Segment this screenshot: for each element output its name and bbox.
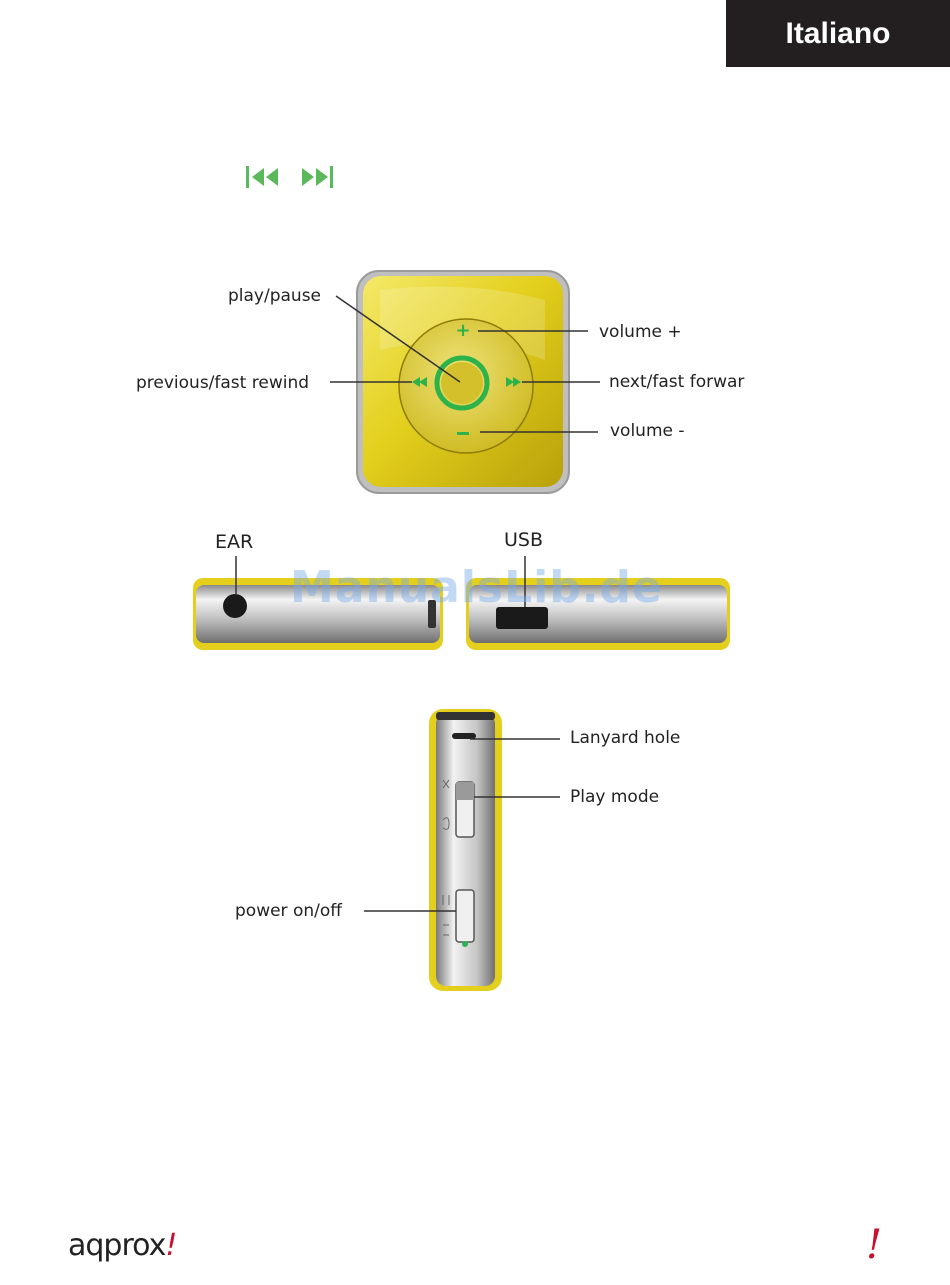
volume-up-icon: +: [455, 320, 470, 341]
label-play-pause: play/pause: [228, 286, 321, 306]
lanyard-hole: [452, 733, 476, 739]
label-previous: previous/fast rewind: [136, 373, 309, 393]
power-switch: [456, 890, 474, 942]
label-lanyard-hole: Lanyard hole: [570, 728, 680, 748]
label-volume-down: volume -: [610, 421, 685, 441]
label-volume-up: volume +: [599, 322, 682, 342]
ear-jack: [223, 594, 247, 618]
footer-mark: !: [866, 1222, 882, 1268]
brand-name: aqprox: [68, 1228, 165, 1263]
label-power: power on/off: [235, 901, 342, 921]
device-edge: [429, 709, 502, 991]
label-ear: EAR: [215, 532, 253, 552]
brand-mark: !: [165, 1228, 176, 1263]
volume-down-icon: [457, 432, 469, 435]
label-usb: USB: [504, 530, 543, 550]
brand-logo: aqprox!: [68, 1228, 176, 1263]
label-next: next/fast forwar: [609, 372, 749, 392]
label-play-mode: Play mode: [570, 787, 659, 807]
watermark: ManualsLib.de: [290, 562, 663, 613]
